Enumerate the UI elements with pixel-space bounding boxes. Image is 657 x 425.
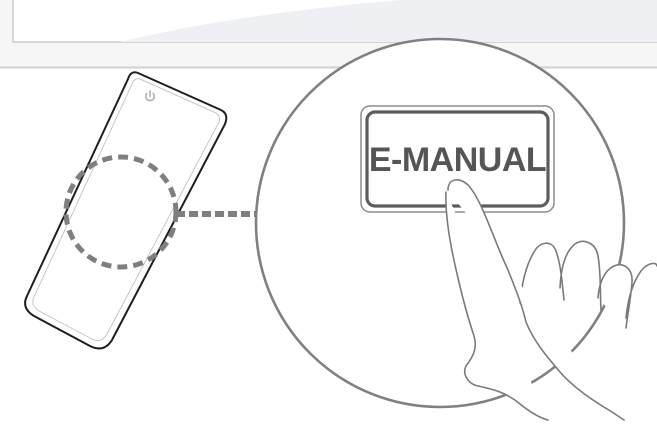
remote-control: [25, 72, 226, 348]
tv-set: [0, 0, 657, 68]
magnifier: E-MANUAL: [256, 39, 657, 420]
remote-body: [25, 72, 226, 348]
e-manual-button-label: E-MANUAL: [369, 141, 546, 179]
